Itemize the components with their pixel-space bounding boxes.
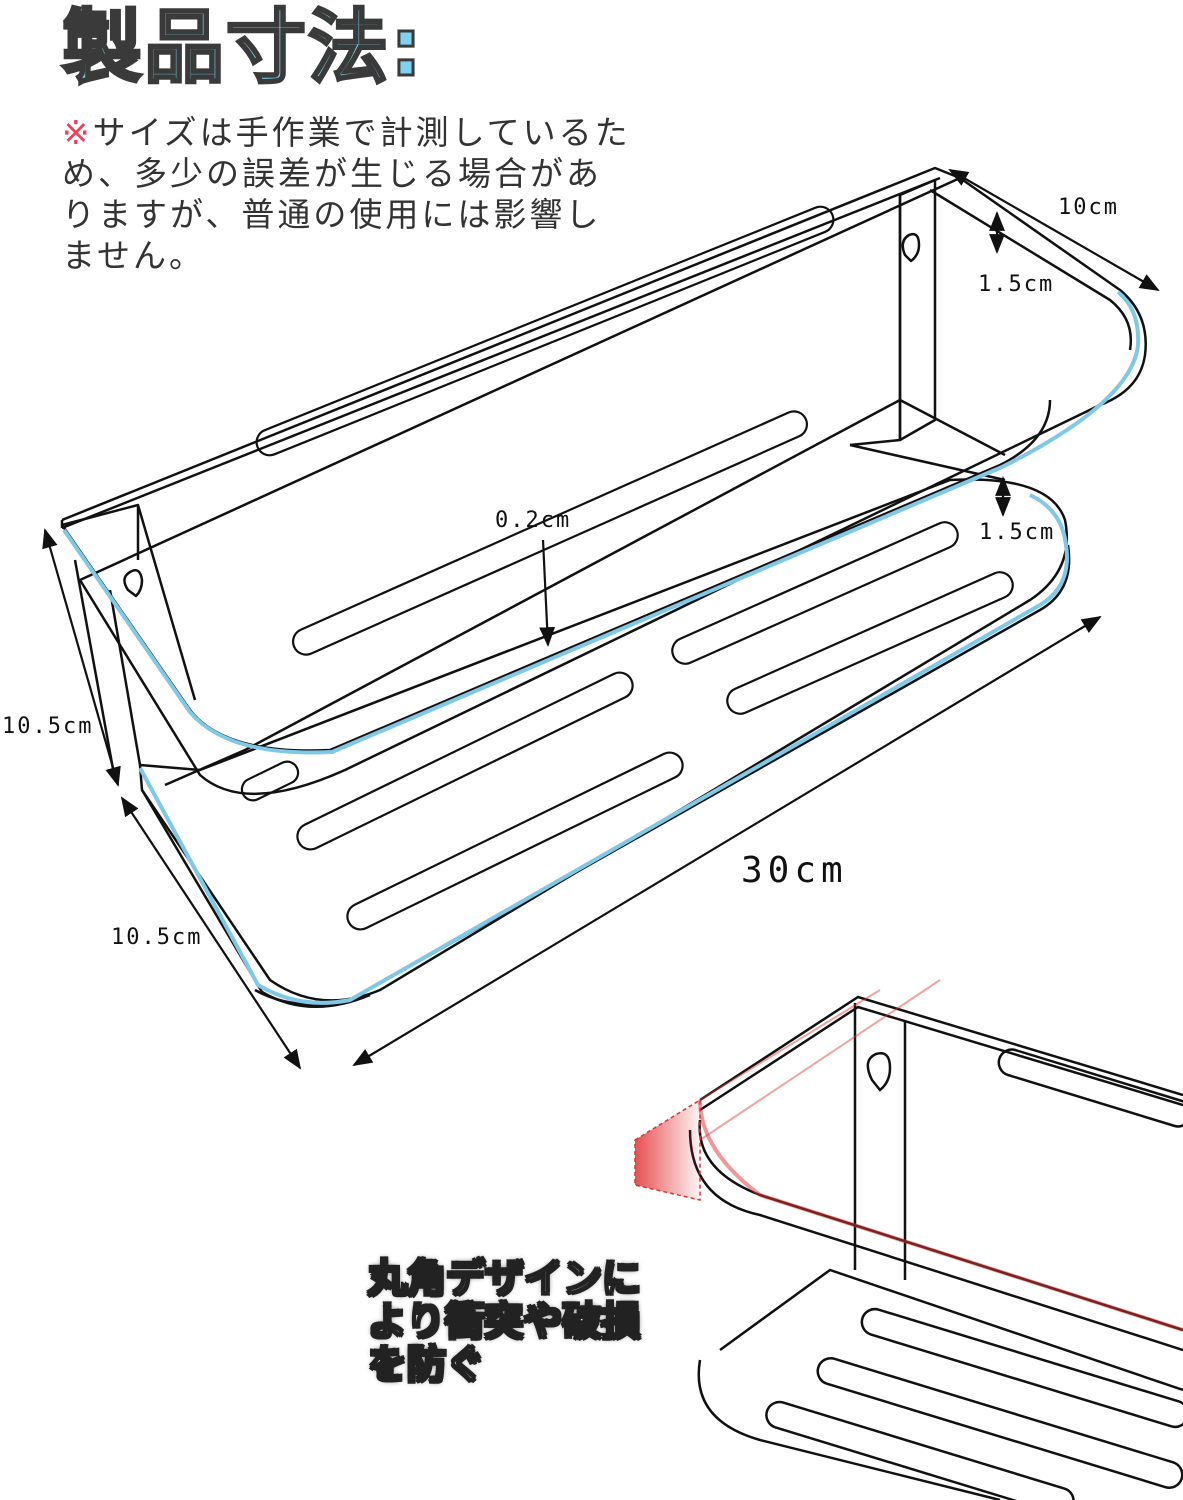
corner-detail xyxy=(688,995,1183,1500)
dimension-arrows xyxy=(42,169,1160,1070)
dim-depth-label: 10.5cm xyxy=(111,925,203,950)
rounded-corner-caption: 丸角デザインにより衝突や破損を防ぐ xyxy=(367,1257,642,1388)
page-title: 製品寸法: xyxy=(61,0,424,96)
dim-rim-height-bottom-label: 1.5cm xyxy=(979,520,1056,545)
dim-depth-top-label: 10cm xyxy=(1058,195,1119,220)
red-corner-highlight xyxy=(634,979,1183,1332)
dim-thickness-label: 0.2cm xyxy=(495,508,572,533)
dim-height-label: 10.5cm xyxy=(2,714,94,739)
dim-rim-height-top-label: 1.5cm xyxy=(978,272,1055,297)
dim-width-label: 30cm xyxy=(741,850,848,891)
note-mark: ※ xyxy=(62,113,93,152)
note-text: サイズは手作業で計測しているため、多少の誤差が生じる場合がありますが、普通の使用… xyxy=(62,113,631,275)
measurement-note: ※サイズは手作業で計測しているため、多少の誤差が生じる場合がありますが、普通の使… xyxy=(62,112,637,276)
